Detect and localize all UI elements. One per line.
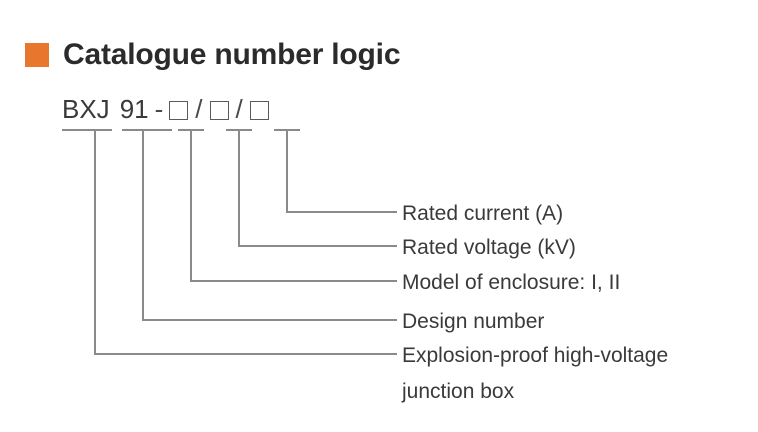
leader-path-rated-current [286,130,397,213]
leader-path-rated-voltage [238,130,397,247]
legend-label-rated-current: Rated current (A) [402,203,563,224]
legend-label-text: Explosion-proof high-voltage [402,344,669,367]
leader-path-design-number [142,130,397,321]
orange-square-bullet-icon [25,43,49,67]
catalogue-code-line: BXJ 91 - / / [62,96,269,122]
legend-label-text: Rated voltage (kV) [402,236,576,259]
legend-label-text: Rated current (A) [402,202,564,225]
code-separator-2: / [235,94,243,124]
legend-label-design-number: Design number [402,311,544,332]
legend-label-text: Model of enclosure: I, II [402,271,621,294]
legend-label-product-name: Explosion-proof high-voltage junction bo… [402,345,668,402]
code-design-number-text: 91 [119,94,149,124]
code-segment-design-number: 91 [120,96,149,122]
code-placeholder-box-1 [169,101,189,120]
code-placeholder-box-3 [249,101,269,120]
diagram-header: Catalogue number logic [25,38,401,71]
legend-label-text-line-2: junction box [402,380,515,403]
legend-label-model-of-enclosure: Model of enclosure: I, II [402,272,620,293]
leader-path-product-name [94,130,397,355]
page-title: Catalogue number logic [63,38,401,71]
code-dash: - [154,94,164,124]
legend-label-text: Design number [402,310,545,333]
leader-path-model-of-enclosure [190,130,397,282]
code-segment-prefix: BXJ [62,96,110,122]
code-separator-1: / [195,94,203,124]
code-placeholder-box-2 [209,101,229,120]
code-prefix-text: BXJ [62,94,110,124]
legend-label-rated-voltage: Rated voltage (kV) [402,237,576,258]
